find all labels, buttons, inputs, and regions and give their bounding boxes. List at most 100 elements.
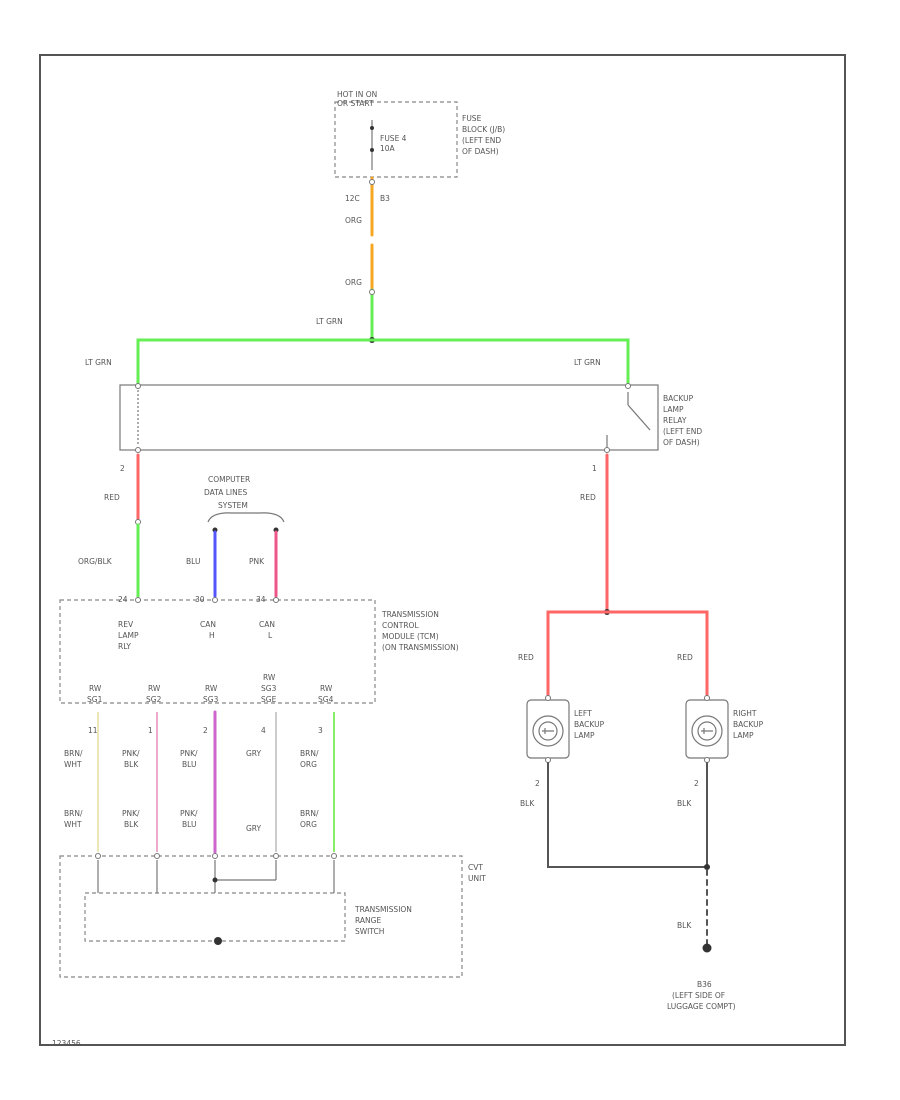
left-lamp-pin-top	[545, 695, 551, 701]
relay-pin-right-top	[625, 383, 631, 389]
ground-label-3: LUGGAGE COMPT)	[667, 1002, 736, 1011]
fuse-block-label-4: OF DASH)	[462, 147, 499, 156]
rev-lamp-label-2: LAMP	[118, 631, 139, 640]
rw-sg2-label-2: SG2	[146, 695, 162, 704]
fuse-label: FUSE 4	[380, 134, 407, 143]
tcm-label-4: (ON TRANSMISSION)	[382, 643, 459, 652]
fuse-terminal-top	[370, 126, 374, 130]
trs-label-3: SWITCH	[355, 927, 384, 936]
relay-label-4: (LEFT END	[663, 427, 702, 436]
brn-org-label-4: ORG	[300, 820, 317, 829]
left-lamp-pin-2-label: 2	[535, 779, 540, 788]
tcm-pin-30-label: 30	[195, 595, 205, 604]
pin-12c-label: 12C	[345, 194, 360, 203]
brn-wht-label-3: BRN/	[64, 809, 83, 818]
ground-label-2: (LEFT SIDE OF	[672, 991, 725, 1000]
org-label-2: ORG	[345, 278, 362, 287]
rw-sg3e-label-3: SGE	[261, 695, 277, 704]
rw-sg2-label-1: RW	[148, 684, 161, 693]
tcm-pin-34	[273, 597, 279, 603]
left-lamp-label-1: LEFT	[574, 709, 592, 718]
blk-ground-wire	[547, 762, 708, 868]
rw-sg1-label-1: RW	[89, 684, 102, 693]
lt-grn-right-label: LT GRN	[574, 358, 601, 367]
switch-junction	[212, 877, 218, 883]
tcm-label-2: CONTROL	[382, 621, 419, 630]
brn-org-label-2: ORG	[300, 760, 317, 769]
relay-label-1: BACKUP	[663, 394, 694, 403]
rw-sg4-label-1: RW	[320, 684, 333, 693]
relay-label-2: LAMP	[663, 405, 684, 414]
right-lamp-label-2: BACKUP	[733, 720, 764, 729]
cvt-pin-4	[273, 853, 279, 859]
ground-label-1: B36	[697, 980, 712, 989]
or-start-label: OR START	[337, 99, 374, 108]
computer-label-1: COMPUTER	[208, 475, 250, 484]
tcm-label-1: TRANSMISSION	[381, 610, 439, 619]
pin-11-label: 11	[88, 726, 98, 735]
trs-label-2: RANGE	[355, 916, 381, 925]
pin-1-label: 1	[148, 726, 153, 735]
brn-wht-label-1: BRN/	[64, 749, 83, 758]
left-lamp-filament-icon	[542, 728, 554, 734]
relay-switch-arm	[627, 404, 651, 431]
rw-sg3-label-2: SG3	[203, 695, 219, 704]
lt-grn-top-label: LT GRN	[316, 317, 343, 326]
red-right-label: RED	[580, 493, 596, 502]
fuse-block-label-3: (LEFT END	[462, 136, 501, 145]
gry-label-2: GRY	[246, 824, 262, 833]
rw-sg4-label-2: SG4	[318, 695, 334, 704]
relay-pin-2-label: 2	[120, 464, 125, 473]
rw-sg1-label-2: SG1	[87, 695, 103, 704]
blk-right-label: BLK	[677, 799, 692, 808]
right-lamp-filament-icon	[701, 728, 713, 734]
pnk-blk-label-4: BLK	[124, 820, 139, 829]
pnk-blu-label-2: BLU	[182, 760, 196, 769]
rev-lamp-label-3: RLY	[118, 642, 131, 651]
pnk-blk-label-1: PNK/	[122, 749, 140, 758]
lt-grn-bus	[136, 338, 630, 385]
fuse-block-label-2: BLOCK (J/B)	[462, 125, 505, 134]
rw-sg3-label-1: RW	[205, 684, 218, 693]
computer-label-3: SYSTEM	[218, 501, 248, 510]
can-h-label-2: H	[209, 631, 215, 640]
relay-pin-right-bottom	[604, 447, 610, 453]
left-lamp-label-2: BACKUP	[574, 720, 605, 729]
red-left-lamp-label: RED	[518, 653, 534, 662]
pnk-blu-label-1: PNK/	[180, 749, 198, 758]
backup-lamp-relay-box	[119, 384, 659, 451]
right-lamp-pin-top	[704, 695, 710, 701]
can-l-label-1: CAN	[259, 620, 275, 629]
right-lamp-bulb-outer	[691, 715, 723, 747]
ground-terminal-icon	[702, 943, 712, 953]
splice-connector	[369, 289, 375, 295]
red-right-lamp-label: RED	[677, 653, 693, 662]
diagram-frame	[39, 54, 846, 1046]
cvt-pin-1	[95, 853, 101, 859]
left-lamp-bulb-outer	[532, 715, 564, 747]
pin-3-label: 3	[318, 726, 323, 735]
pin-b3-label: B3	[380, 194, 390, 203]
relay-pin-left-bottom	[135, 447, 141, 453]
pnk-blu-label-3: PNK/	[180, 809, 198, 818]
relay-pin-left-top	[135, 383, 141, 389]
computer-label-2: DATA LINES	[204, 488, 247, 497]
left-lamp-pin-bottom	[545, 757, 551, 763]
right-lamp-label-1: RIGHT	[733, 709, 757, 718]
fuse-terminal-bottom	[370, 148, 374, 152]
tcm-pin-24	[135, 597, 141, 603]
org-label-1: ORG	[345, 216, 362, 225]
connector-12c	[369, 179, 375, 185]
rev-lamp-label-1: REV	[118, 620, 134, 629]
brn-org-label-3: BRN/	[300, 809, 319, 818]
range-switch-wiper	[214, 937, 222, 945]
can-l-label-2: L	[268, 631, 273, 640]
cvt-label-1: CVT	[468, 863, 483, 872]
pin-4-label: 4	[261, 726, 266, 735]
gry-label-1: GRY	[246, 749, 262, 758]
tcm-pin-24-label: 24	[118, 595, 128, 604]
pnk-blk-label-2: BLK	[124, 760, 139, 769]
right-lamp-pin-2-label: 2	[694, 779, 699, 788]
org-blk-label: ORG/BLK	[78, 557, 113, 566]
ground-splice-point	[704, 864, 710, 870]
